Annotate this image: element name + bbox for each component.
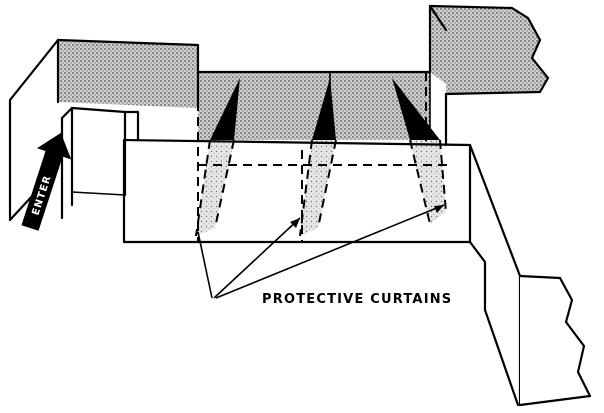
callout-line-3: [215, 204, 445, 299]
callout-label: PROTECTIVE CURTAINS: [262, 292, 452, 307]
hidden-edge-1: [195, 139, 211, 237]
top-right-wall-diag: [428, 4, 448, 32]
exit-wall-cap-outline: [518, 274, 592, 407]
hidden-edge-6: [439, 139, 447, 213]
callout-line-2: [213, 217, 301, 299]
hidden-edge-2: [299, 139, 313, 237]
curtain-1-wedge: [196, 140, 234, 236]
curtain-3-wedge: [410, 140, 446, 224]
enter-arrow: ENTER: [21, 132, 72, 231]
entrance-passage: [123, 110, 140, 142]
hidden-edge-4: [214, 139, 235, 229]
rear-room-back-wall: [198, 72, 430, 140]
exit-wall-left: [468, 240, 520, 407]
exit-wall-cap: [520, 276, 590, 405]
top-right-wall: [430, 6, 548, 94]
arrowhead-2: [290, 218, 300, 228]
entrance-room-side: [60, 106, 74, 220]
entrance-room-floor: [71, 191, 126, 196]
callout-line-1: [197, 231, 213, 299]
top-right-wall-outline: [428, 4, 550, 96]
curtain-3-top: [392, 78, 440, 140]
curtain-1-top: [210, 78, 240, 140]
exit-wall-right: [468, 143, 522, 407]
curtain-2-top: [312, 78, 336, 140]
entrance-room-front: [72, 108, 125, 195]
arrowhead-3: [434, 205, 444, 213]
back-wall-left: [58, 40, 198, 108]
